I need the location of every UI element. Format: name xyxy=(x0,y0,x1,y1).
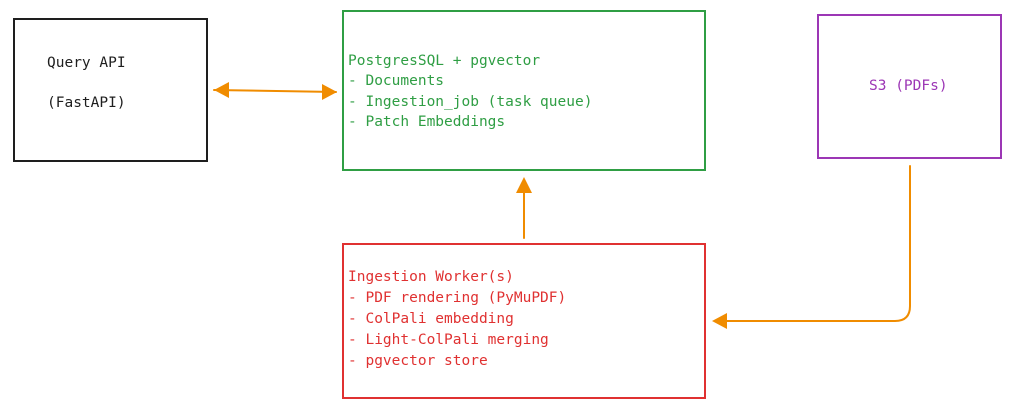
postgres-title: PostgresSQL + pgvector xyxy=(348,53,541,69)
postgres-item-patch-embeddings: - Patch Embeddings xyxy=(348,114,506,130)
edge-query-postgres xyxy=(213,89,337,93)
postgres-item-documents: - Documents xyxy=(348,73,445,89)
postgres-item-ingestion-job: - Ingestion_job (task queue) xyxy=(348,94,593,110)
worker-item-pdf-rendering: - PDF rendering (PyMuPDF) xyxy=(348,290,567,306)
query-api-title: Query API xyxy=(47,55,126,71)
edge-query-postgres-head-left xyxy=(214,82,229,98)
s3-label: S3 (PDFs) xyxy=(869,78,948,94)
postgres-node: PostgresSQL + pgvector - Documents - Ing… xyxy=(342,10,706,171)
edge-worker-postgres-head xyxy=(516,177,532,193)
ingestion-worker-node: Ingestion Worker(s) - PDF rendering (PyM… xyxy=(342,243,706,399)
worker-title: Ingestion Worker(s) xyxy=(348,269,514,285)
query-api-subtitle: (FastAPI) xyxy=(47,95,126,111)
query-api-node: Query API (FastAPI) xyxy=(13,18,208,162)
worker-item-light-colpali: - Light-ColPali merging xyxy=(348,332,549,348)
edge-query-postgres-head-right xyxy=(322,84,337,100)
s3-node: S3 (PDFs) xyxy=(817,14,1002,159)
edge-s3-worker-head xyxy=(712,313,727,329)
worker-item-pgvector-store: - pgvector store xyxy=(348,353,488,369)
edge-s3-worker xyxy=(721,165,911,322)
worker-item-colpali-embedding: - ColPali embedding xyxy=(348,311,514,327)
